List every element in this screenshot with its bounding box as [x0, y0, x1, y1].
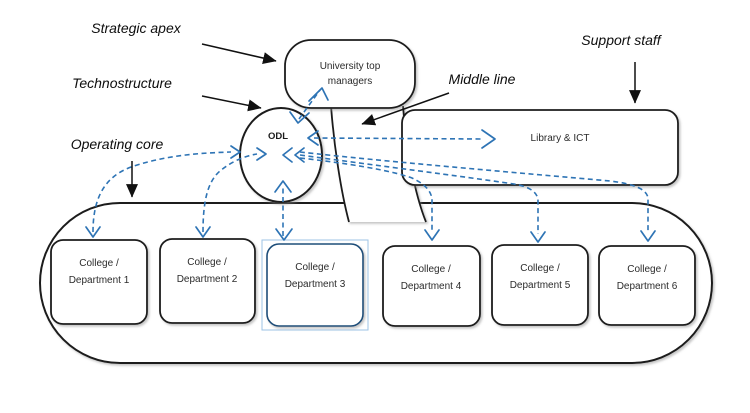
college-2-line1: College / — [187, 257, 227, 268]
odl-ellipse: ODL — [239, 107, 323, 203]
connector-odl-library — [307, 129, 496, 149]
college-1-line2: Department 1 — [69, 275, 130, 286]
college-2-line2: Department 2 — [177, 274, 238, 285]
connector-odl-dept3 — [274, 180, 293, 241]
college-6-line1: College / — [627, 264, 667, 275]
college-box-3: College / Department 3 — [266, 243, 364, 327]
technostructure-label: Technostructure — [72, 75, 172, 91]
strategic-apex-arrow — [201, 43, 277, 64]
college-box-1: College / Department 1 — [50, 239, 148, 325]
college-box-6: College / Department 6 — [598, 245, 696, 326]
library-ict-box: Library & ICT — [401, 109, 679, 186]
college-6-line2: Department 6 — [617, 281, 678, 292]
college-box-5: College / Department 5 — [491, 244, 589, 326]
college-box-2: College / Department 2 — [159, 238, 256, 324]
connector-dept2-odl — [195, 147, 267, 238]
connector-bundle-chevrons — [282, 147, 305, 163]
college-4-line1: College / — [411, 264, 451, 275]
college-box-4: College / Department 4 — [382, 245, 481, 327]
college-1-line1: College / — [79, 258, 119, 269]
managers-label-line1: University top — [320, 61, 381, 72]
library-ict-label: Library & ICT — [531, 133, 590, 144]
odl-label: ODL — [268, 131, 288, 142]
connector-dept1-odl — [85, 145, 241, 238]
operating-core-label: Operating core — [71, 136, 164, 152]
college-3-line1: College / — [295, 262, 335, 273]
pointer-arrows — [126, 43, 641, 198]
connector-odl-managers — [289, 87, 329, 124]
college-5-line2: Department 5 — [510, 280, 571, 291]
strategic-apex-label: Strategic apex — [91, 20, 181, 36]
college-5-line1: College / — [520, 263, 560, 274]
department-3-selection-outline — [261, 239, 369, 331]
college-4-line2: Department 4 — [401, 281, 462, 292]
connector-odl-dept5 — [299, 154, 546, 243]
managers-label-line2: managers — [328, 76, 372, 87]
university-top-managers-box: University top managers — [284, 39, 416, 109]
college-3-line2: Department 3 — [285, 279, 346, 290]
connector-odl-dept6 — [299, 151, 656, 242]
middle-line-arrow — [361, 92, 450, 126]
middle-line-label: Middle line — [449, 71, 516, 87]
technostructure-arrow — [201, 95, 262, 112]
connector-odl-dept4 — [299, 157, 440, 241]
support-staff-label: Support staff — [581, 32, 662, 48]
